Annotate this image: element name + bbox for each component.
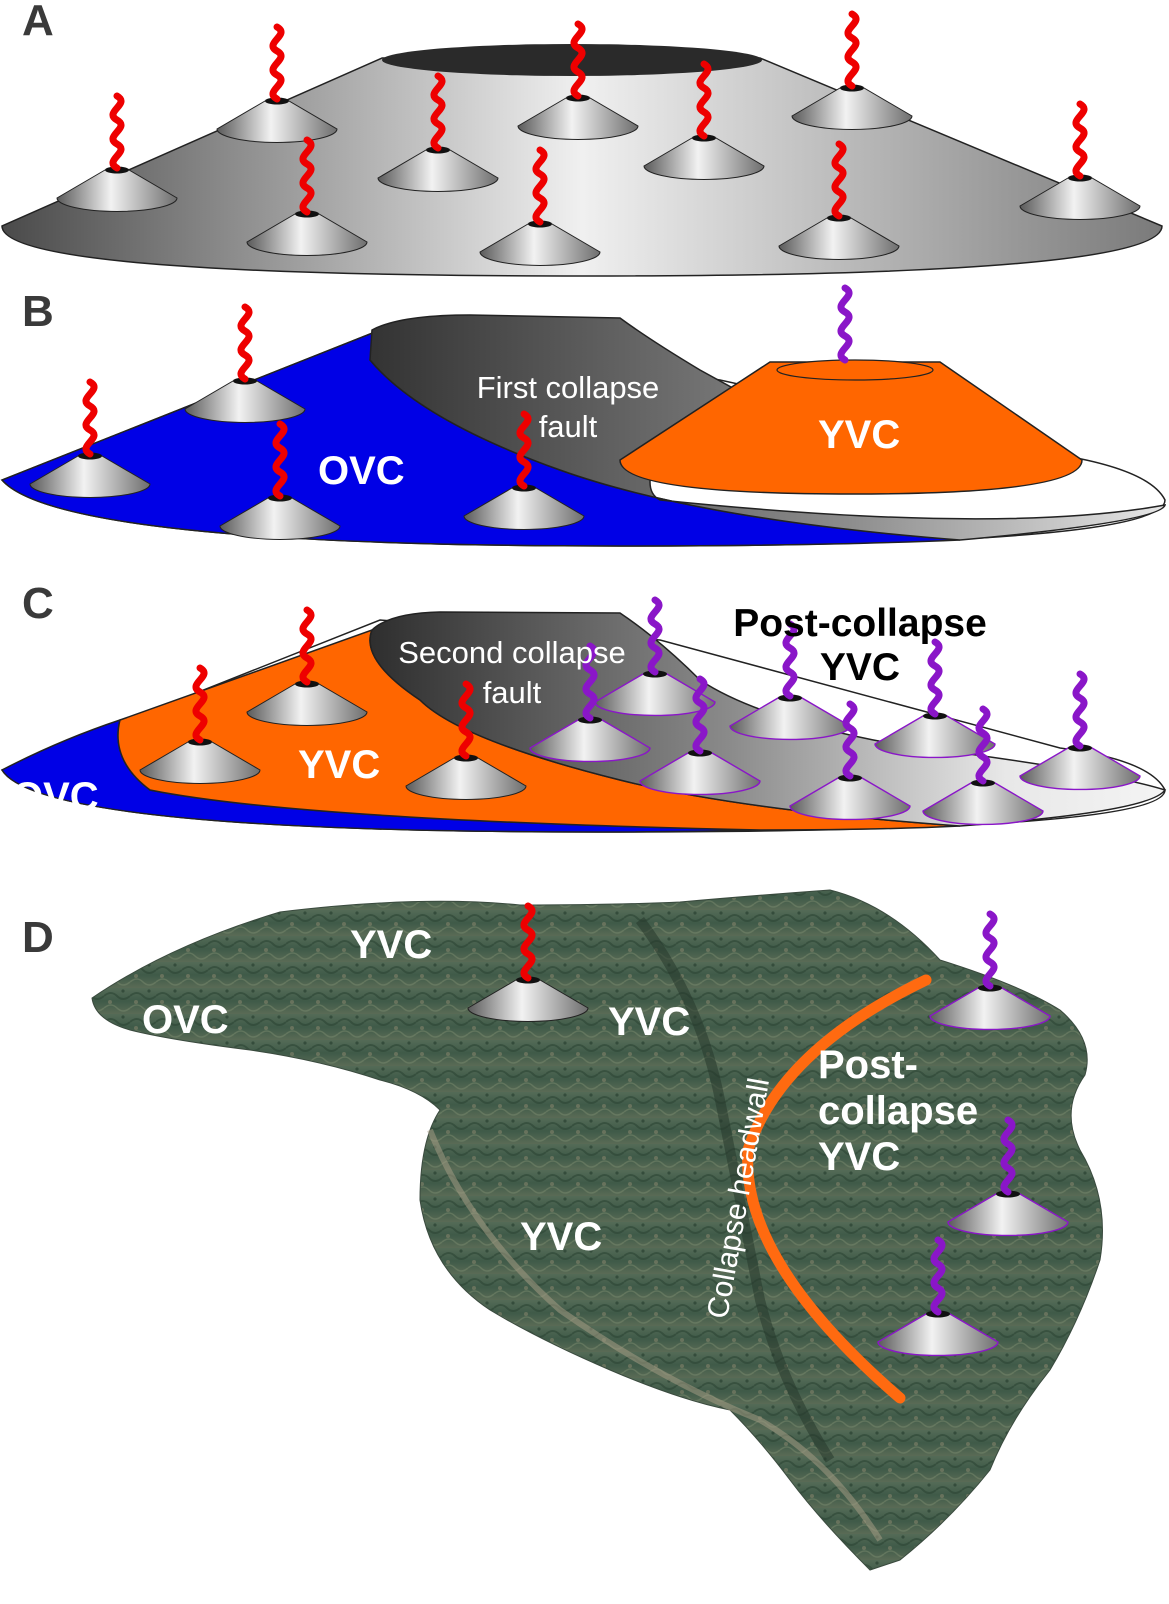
yvc-crater-b <box>776 359 934 381</box>
panel-c: C OVC YVC Second collapse fault Post-col… <box>0 579 1167 833</box>
yvc-label-d3: YVC <box>520 1215 602 1259</box>
vent-cone-a6 <box>791 14 913 130</box>
second-fault-label-line2: fault <box>483 675 542 710</box>
first-fault-label-line2: fault <box>539 409 598 444</box>
post-collapse-label-d-line2: collapse <box>818 1089 978 1133</box>
ovc-label-c: OVC <box>12 775 99 819</box>
panel-d-letter: D <box>22 913 54 962</box>
ridge-shading <box>635 917 835 1463</box>
panel-a-letter: A <box>22 0 54 45</box>
vent-cone-a1 <box>56 96 178 212</box>
vent-cone-b2 <box>184 307 306 423</box>
island-terrain <box>91 889 1103 1571</box>
post-collapse-label-c-line2: YVC <box>820 646 900 689</box>
ovc-label-d: OVC <box>142 998 229 1042</box>
second-fault-label-line1: Second collapse <box>398 635 626 670</box>
yvc-cone-b <box>619 361 1083 495</box>
panel-b-letter: B <box>22 287 54 336</box>
yvc-label-d1: YVC <box>350 923 432 967</box>
first-collapse-scar <box>369 314 1167 541</box>
summit-caldera <box>382 44 762 76</box>
panel-c-letter: C <box>22 579 54 628</box>
post-collapse-label-d-line3: YVC <box>818 1135 900 1179</box>
post-collapse-label-c-line1: Post-collapse <box>733 602 987 645</box>
collapse-headwall-line <box>742 974 932 1404</box>
young-vent-c8 <box>1019 674 1141 791</box>
panel-b: B OVC YVC First collapse fault <box>0 287 1167 547</box>
yvc-label-b: YVC <box>818 413 900 457</box>
yvc-label-d2: YVC <box>608 1000 690 1044</box>
post-collapse-label-d-line1: Post- <box>818 1043 918 1087</box>
first-fault-label-line1: First collapse <box>477 370 660 405</box>
panel-a: A <box>1 0 1163 277</box>
vent-cone-a2 <box>216 27 338 143</box>
yvc-label-c: YVC <box>298 743 380 787</box>
coast-highlight <box>427 1128 883 1542</box>
vent-cone-a7 <box>1019 104 1141 220</box>
purple-plume-b <box>841 288 849 360</box>
ovc-label-b: OVC <box>318 449 405 493</box>
panel-d: D OVC YVC YVC YVC Collapse headwall Post… <box>22 889 1103 1571</box>
